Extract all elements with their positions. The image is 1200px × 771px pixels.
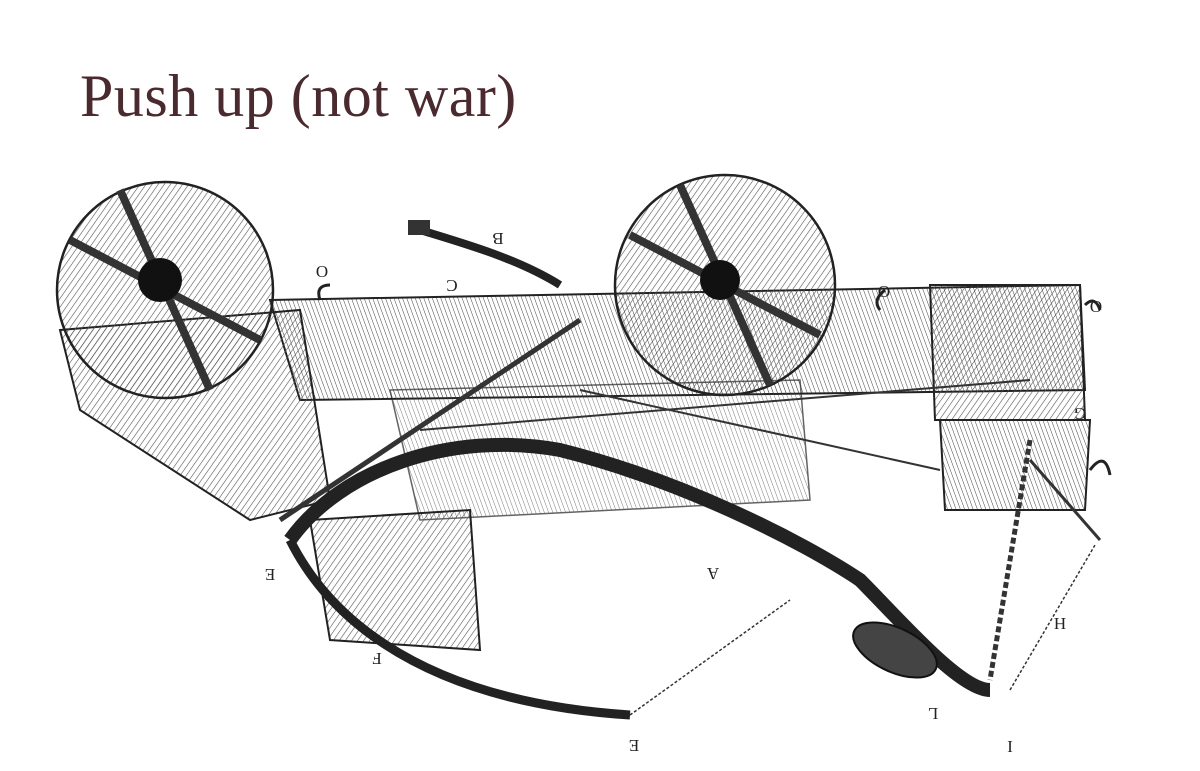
label-l: L xyxy=(928,704,938,723)
label-b: B xyxy=(492,229,503,248)
label-c: C xyxy=(446,276,457,295)
label-i: I xyxy=(1007,737,1013,756)
hooks xyxy=(317,283,1112,476)
crossbow-bow xyxy=(284,437,991,720)
label-f: F xyxy=(372,649,381,668)
label-g: G xyxy=(1074,404,1086,423)
label-o2: O xyxy=(878,282,890,301)
lever-part-b xyxy=(408,220,563,289)
label-o3: O xyxy=(1090,297,1102,316)
bow-strings xyxy=(278,317,1102,716)
right-wheel xyxy=(613,173,837,397)
label-e2: E xyxy=(629,736,639,755)
left-wheel xyxy=(55,180,275,400)
engraving-labels: B C O O O G A E F E L H I xyxy=(265,229,1102,756)
label-h: H xyxy=(1054,614,1066,633)
label-a: A xyxy=(706,564,719,583)
label-o1: O xyxy=(316,262,328,281)
label-e1: E xyxy=(265,565,275,584)
slide-title: Push up (not war) xyxy=(80,63,517,129)
